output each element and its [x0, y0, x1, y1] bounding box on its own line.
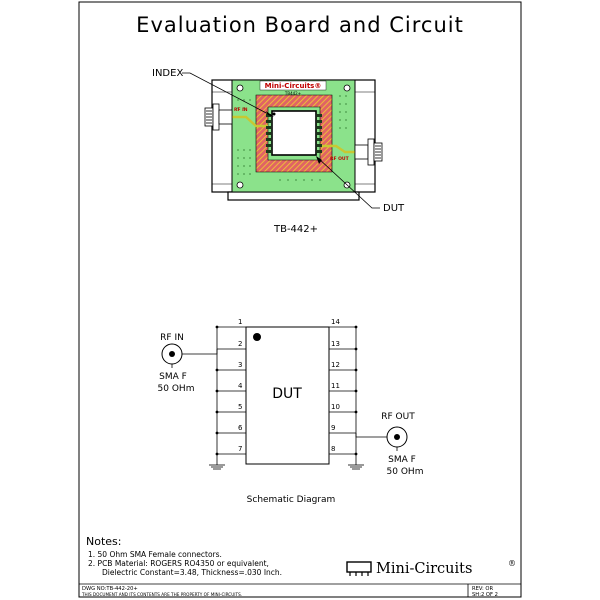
schematic-diagram: DUT 1 2 3 4 5 6 7 14 13 12 [158, 318, 424, 505]
rf-out-type: SMA F [388, 455, 416, 465]
dut-pin1-marker [253, 333, 261, 341]
index-dot [272, 112, 276, 116]
sma-connector-left [204, 103, 233, 131]
index-label: INDEX [152, 68, 183, 79]
mini-circuits-logo: Mini-Circuits ® [346, 559, 516, 577]
rf-out-impedance: 50 OHm [387, 467, 424, 477]
via-grid [237, 95, 347, 181]
rf-in-connector-symbol [161, 343, 218, 368]
pin-10: 10 [331, 403, 340, 411]
pin-4: 4 [238, 382, 243, 390]
pin-12: 12 [331, 361, 340, 369]
index-leader [182, 72, 273, 117]
left-ground-symbol [209, 464, 225, 470]
schematic-caption: Schematic Diagram [247, 495, 336, 505]
pin-14: 14 [331, 318, 340, 326]
logo-chip-icon [346, 561, 372, 573]
dut-label: DUT [383, 203, 405, 214]
board-caption: TB-442+ [273, 224, 318, 235]
drawing-number: DWG NO:TB-442-20+ [82, 586, 138, 592]
sheet-number: SH:2 OF 2 [472, 592, 498, 598]
right-pins [329, 326, 356, 455]
dut-leader [317, 157, 380, 209]
rf-in-impedance: 50 OHm [158, 384, 195, 394]
pin-3: 3 [238, 361, 242, 369]
junction-dots [215, 325, 358, 456]
property-disclaimer: THIS DOCUMENT AND ITS CONTENTS ARE THE P… [81, 592, 242, 597]
note-2-cont: Dielectric Constant=3.48, Thickness=.030… [102, 568, 282, 577]
pin-5: 5 [238, 403, 242, 411]
silk-rf-out: RF OUT [330, 156, 350, 162]
page-title: Evaluation Board and Circuit [136, 13, 464, 37]
logo-wordmark: Mini-Circuits [376, 561, 472, 577]
rf-out-connector-symbol [355, 426, 408, 451]
socket-pins-right [317, 114, 322, 153]
notes-heading: Notes: [86, 535, 121, 548]
left-pins [217, 326, 246, 455]
page-border [78, 1, 522, 598]
silk-part-number: TB442+ [284, 91, 301, 96]
dut-socket [271, 110, 317, 156]
silk-rf-in: RF IN [234, 107, 248, 113]
pin-6: 6 [238, 424, 243, 432]
pin-1: 1 [238, 318, 242, 326]
socket-pins-left [266, 114, 271, 153]
rf-in-label: RF IN [160, 333, 184, 343]
dut-symbol-label: DUT [272, 386, 302, 402]
rf-out-label: RF OUT [381, 412, 415, 422]
fixture-base [227, 191, 360, 201]
pin-2: 2 [238, 340, 242, 348]
mounting-holes [236, 84, 351, 189]
pin-13: 13 [331, 340, 340, 348]
pin-7: 7 [238, 445, 242, 453]
logo-registered-mark: ® [508, 559, 516, 568]
test-board-drawing: Mini-Circuits® TB442+ RF IN RF OUT [152, 68, 405, 235]
pin-11: 11 [331, 382, 340, 390]
sma-connector-right [354, 138, 383, 166]
pin-8: 8 [331, 445, 335, 453]
rf-out-trace [320, 144, 355, 154]
pin-9: 9 [331, 424, 335, 432]
silk-logo-box [259, 80, 327, 91]
title-block-footer: DWG NO:TB-442-20+ THIS DOCUMENT AND ITS … [79, 583, 521, 598]
revision: REV: OR [472, 586, 493, 592]
note-2: 2. PCB Material: ROGERS RO4350 or equiva… [88, 559, 269, 568]
right-ground-symbol [348, 464, 364, 470]
note-1: 1. 50 Ohm SMA Female connectors. [88, 550, 222, 559]
dut-symbol [245, 326, 330, 465]
notes-block: Notes: 1. 50 Ohm SMA Female connectors. … [86, 535, 282, 577]
rf-in-trace [232, 115, 268, 128]
rf-in-type: SMA F [159, 372, 187, 382]
silk-logo: Mini-Circuits® [265, 82, 322, 90]
